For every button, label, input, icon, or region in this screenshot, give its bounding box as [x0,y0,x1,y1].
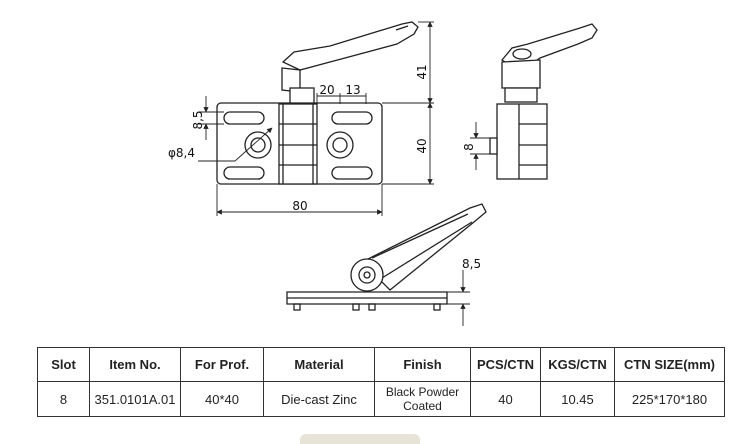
profile-lever [360,203,487,291]
spec-table: Slot Item No. For Prof. Material Finish … [37,347,725,417]
header-slot: Slot [37,347,90,382]
header-finish: Finish [374,347,471,382]
cell-slot: 8 [37,381,90,417]
technical-drawing: 41 40 80 20 13 8,5 φ8,4 8 [168,21,598,326]
cell-material: Die-cast Zinc [263,381,375,417]
header-ctn-size: CTN SIZE(mm) [614,347,725,382]
dim-80: 80 [292,199,307,213]
dim-40: 40 [415,138,429,153]
dim-41: 41 [415,64,429,79]
bottom-tab [300,434,420,444]
cell-pcs-ctn: 40 [470,381,541,417]
cell-kgs-ctn: 10.45 [540,381,615,417]
dim-8-5-top: 8,5 [191,110,205,129]
dim-8-side: 8 [462,143,476,151]
cell-ctn-size: 225*170*180 [614,381,725,417]
cell-item-no: 351.0101A.01 [89,381,181,417]
finish-line-1: Black Powder [385,385,460,399]
cell-for-prof: 40*40 [180,381,264,417]
header-pcs-ctn: PCS/CTN [470,347,541,382]
table-row: 8 351.0101A.01 40*40 Die-cast Zinc Black… [37,381,725,417]
dim-8-5-bottom: 8,5 [462,257,481,271]
dim-13: 13 [345,83,360,97]
front-view [216,21,419,185]
side-view [489,23,598,180]
header-item-no: Item No. [89,347,181,382]
header-for-prof: For Prof. [180,347,264,382]
dim-20: 20 [319,83,334,97]
header-row: Slot Item No. For Prof. Material Finish … [37,347,725,382]
front-lever [281,21,419,71]
header-material: Material [263,347,375,382]
finish-line-2: Coated [403,399,442,413]
header-kgs-ctn: KGS/CTN [540,347,615,382]
dim-bore-phi: φ8,4 [168,146,195,160]
profile-view [286,203,487,311]
cell-finish: Black Powder Coated [374,381,471,417]
